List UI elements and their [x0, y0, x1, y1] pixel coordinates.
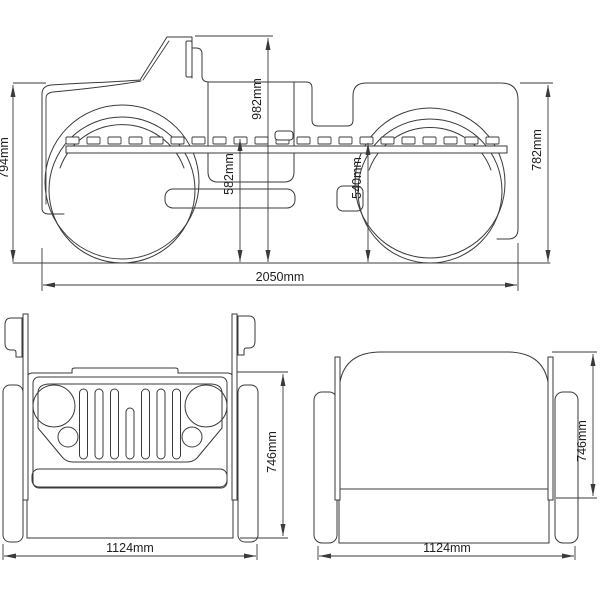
left-mirror-post [22, 313, 29, 501]
left-headlight [32, 384, 76, 428]
grille-outline [37, 383, 223, 463]
rear-left-post [334, 356, 341, 501]
rear-wheel-arch [354, 107, 506, 259]
side-view-dimensions: 794mm 982mm 582mm 540mm 782mm [0, 35, 553, 291]
bed-slat [212, 136, 227, 145]
bed-slat [464, 136, 479, 145]
bed-slat [380, 136, 395, 145]
bed-slat [254, 136, 269, 145]
rear-view: 1124mm 746mm [313, 351, 597, 560]
bed-slats [65, 136, 500, 145]
door-outline [207, 81, 295, 183]
side-step [164, 188, 296, 209]
dim-label-rear-deck-height: 540mm [350, 157, 364, 199]
right-mirror [237, 315, 256, 356]
body-rear-outline [191, 47, 519, 240]
bed-slat [128, 136, 143, 145]
body-front-inner-line [45, 40, 170, 205]
grille-slot [94, 388, 104, 460]
bed-slat [107, 136, 122, 145]
grille-slot-center [125, 407, 135, 460]
side-view: 794mm 982mm 582mm 540mm 782mm [0, 35, 553, 291]
bed-slat [443, 136, 458, 145]
grille-slots [79, 388, 181, 460]
bed-slat [359, 136, 374, 145]
bed-slat [401, 136, 416, 145]
dim-front-view-height: 746mm [237, 371, 288, 539]
front-right-wheel [237, 384, 259, 543]
dim-front-height: 794mm [0, 82, 46, 262]
dim-label-front-view-height: 746mm [265, 431, 279, 473]
rear-left-wheel [313, 391, 338, 544]
dim-label-rear-height: 782mm [530, 129, 544, 171]
front-view-dimensions: 1124mm 746mm [2, 371, 288, 560]
grille-slot [79, 388, 88, 460]
front-body-outline [26, 367, 234, 539]
bed-slat [338, 136, 353, 145]
dim-overall-length: 2050mm [41, 243, 519, 291]
dim-label-overall-length: 2050mm [256, 270, 305, 284]
dim-rear-height: 782mm [520, 82, 553, 262]
bed-slat [296, 136, 311, 145]
rear-window-strip [185, 40, 193, 78]
bed-slat [65, 136, 80, 145]
dim-rear-deck-height: 540mm [350, 143, 371, 262]
bed-slat [170, 136, 185, 145]
dim-label-rear-view-height: 746mm [575, 420, 589, 462]
left-mirror [4, 317, 23, 358]
rear-view-dimensions: 1124mm 746mm [317, 351, 597, 560]
grille-slot [110, 388, 119, 460]
dim-label-rear-width: 1124mm [423, 541, 471, 555]
bed-slat [233, 136, 248, 145]
bed-slat [86, 136, 101, 145]
rear-step [336, 185, 364, 212]
dim-front-width: 1124mm [2, 541, 258, 560]
side-view-truck [41, 36, 519, 264]
right-turn-signal [181, 426, 203, 448]
front-view: 1124mm 746mm [2, 313, 288, 560]
dim-label-front-width: 1124mm [106, 541, 154, 555]
grille-slot [172, 388, 181, 460]
bed-slat [422, 136, 437, 145]
front-left-wheel [2, 384, 24, 543]
bed-slat [149, 136, 164, 145]
rear-view-truck [313, 351, 579, 544]
dim-rear-view-height: 746mm [552, 351, 597, 499]
bed-slat [317, 136, 332, 145]
left-turn-signal [57, 426, 79, 448]
rear-body-outline [338, 351, 550, 544]
dim-label-deck-height: 582mm [222, 153, 236, 195]
bed-slat [191, 136, 206, 145]
dim-label-front-height: 794mm [0, 137, 11, 179]
door-handle [274, 130, 294, 141]
rear-right-wheel [554, 391, 579, 544]
dim-deck-height: 582mm [222, 139, 243, 262]
right-headlight [184, 384, 228, 428]
bed-rail [65, 145, 508, 154]
grille-panel [32, 376, 228, 489]
grille-slot [141, 388, 150, 460]
body-front-outline [41, 36, 193, 215]
grille-slot [156, 388, 166, 460]
front-wheel-arch [44, 104, 200, 260]
right-mirror-post [231, 313, 238, 501]
bed-slat [485, 136, 500, 145]
dim-overall-height: 982mm [195, 35, 273, 262]
front-bumper [31, 468, 228, 488]
front-view-truck [2, 313, 259, 543]
dim-rear-width: 1124mm [317, 541, 576, 560]
rear-right-post [547, 356, 554, 501]
dim-label-overall-height: 982mm [250, 78, 264, 120]
